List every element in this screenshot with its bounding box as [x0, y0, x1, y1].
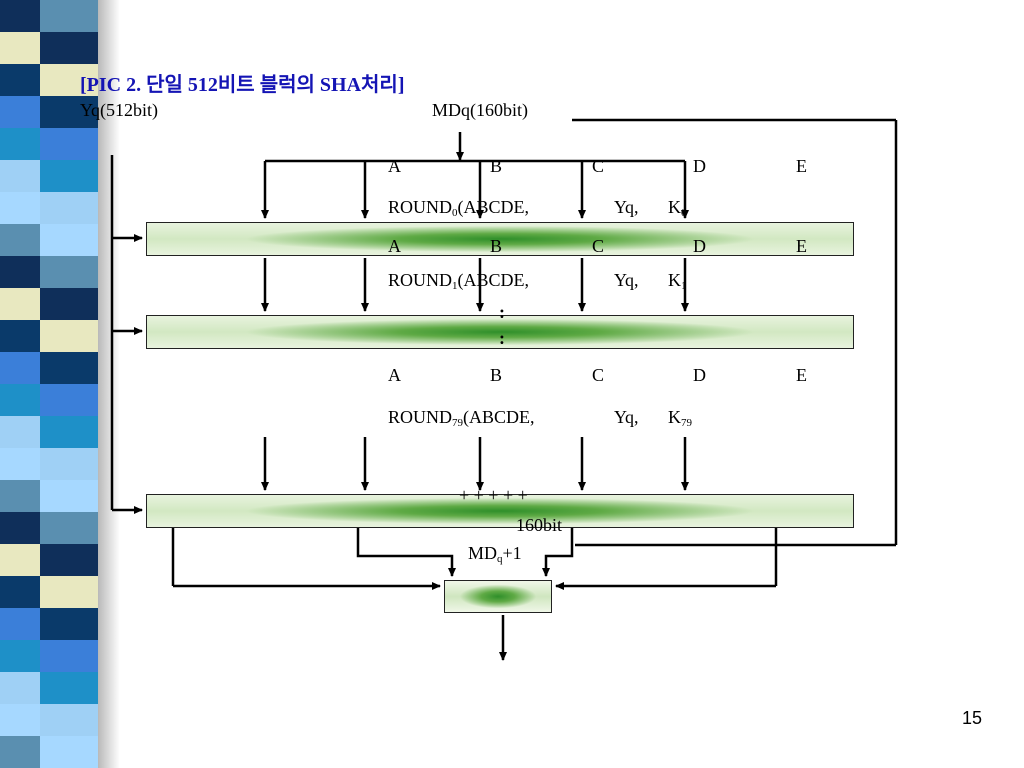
- register-d-label: D: [693, 156, 706, 176]
- addition-band: [146, 494, 854, 528]
- register-a-label: A: [388, 236, 401, 256]
- page-number: 15: [962, 708, 983, 728]
- ellipsis-dots: :: [499, 302, 505, 322]
- mdq-input-label: MDq(160bit): [432, 100, 528, 120]
- register-c-label: C: [592, 236, 605, 256]
- output-box: [444, 580, 552, 613]
- ellipsis-dots: :: [499, 328, 505, 348]
- round-79-k: K79: [668, 407, 692, 429]
- round-band-1: [146, 315, 854, 349]
- register-d-label: D: [693, 365, 706, 385]
- register-b-label: B: [490, 236, 503, 256]
- output-label: MDq+1: [468, 543, 522, 565]
- register-e-label: E: [796, 365, 807, 385]
- output-size-label: 160bit: [516, 515, 563, 535]
- decorative-side-strip: [0, 0, 100, 768]
- round-1-k: K1: [668, 270, 687, 292]
- adders-label: + + + + +: [459, 485, 528, 505]
- register-e-label: E: [796, 156, 807, 176]
- register-b-label: B: [490, 365, 503, 385]
- register-c-label: C: [592, 156, 605, 176]
- round-1-yq: Yq,: [614, 270, 639, 290]
- register-c-label: C: [592, 365, 605, 385]
- round-79-function: ROUND79(ABCDE,: [388, 407, 535, 429]
- register-e-label: E: [796, 236, 807, 256]
- register-a-label: A: [388, 365, 401, 385]
- register-d-label: D: [693, 236, 706, 256]
- round-0-k: K0: [668, 197, 687, 219]
- round-0-function: ROUND0(ABCDE,: [388, 197, 530, 219]
- round-1-function: ROUND1(ABCDE,: [388, 270, 530, 292]
- round-79-yq: Yq,: [614, 407, 639, 427]
- register-a-label: A: [388, 156, 401, 176]
- strip-shadow: [98, 0, 120, 768]
- register-b-label: B: [490, 156, 503, 176]
- slide-title: [PIC 2. 단일 512비트 블럭의 SHA처리]: [80, 74, 405, 96]
- round-0-yq: Yq,: [614, 197, 639, 217]
- yq-input-label: Yq(512bit): [80, 100, 158, 120]
- round-band-0: [146, 222, 854, 256]
